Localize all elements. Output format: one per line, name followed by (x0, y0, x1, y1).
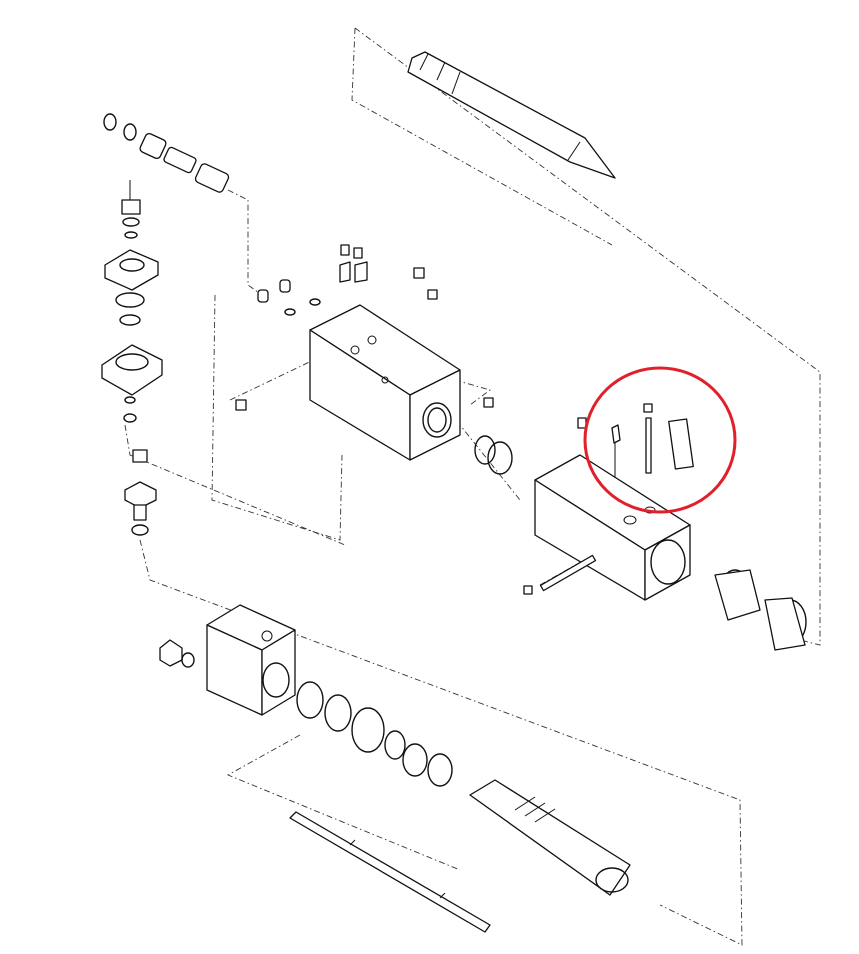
highlight-circle (583, 366, 737, 514)
highlighted-parts (611, 403, 694, 525)
lower-head-block (159, 604, 296, 716)
chisel-tool (407, 51, 616, 179)
valve-stack (101, 180, 163, 423)
cylinder-block (523, 417, 807, 651)
inlet-fittings (103, 113, 230, 193)
piston (469, 779, 631, 896)
main-valve-block (235, 244, 513, 475)
plug-fitting (124, 449, 157, 536)
valve-rod (289, 811, 491, 933)
seal-rings (296, 681, 453, 787)
